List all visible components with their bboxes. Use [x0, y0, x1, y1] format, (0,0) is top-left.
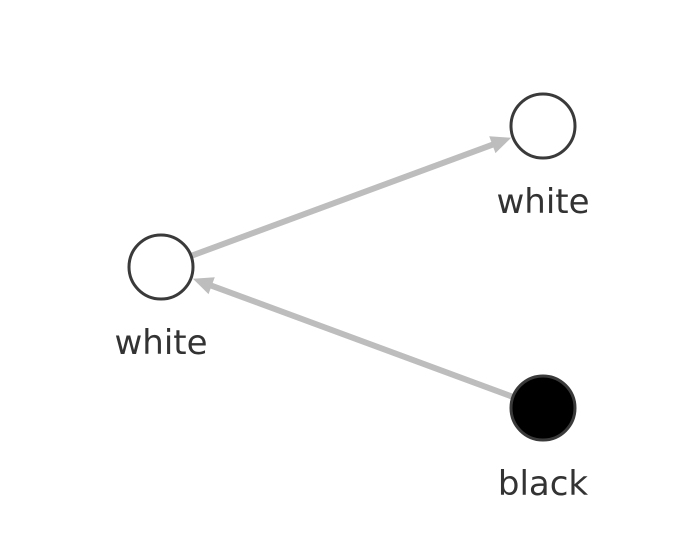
node-circle [509, 92, 577, 160]
edge-n3-to-n1 [192, 277, 515, 400]
arrowhead-icon [192, 277, 215, 295]
edge-line [208, 282, 515, 400]
edges-layer [189, 136, 515, 400]
node-label: black [498, 464, 589, 504]
arrowhead-icon [489, 136, 512, 154]
node-label: white [496, 182, 589, 222]
edge-line [189, 141, 496, 259]
node-n3: black [498, 374, 589, 504]
edge-n1-to-n2 [189, 136, 512, 259]
node-n1: white [114, 233, 208, 363]
node-label: white [114, 323, 207, 363]
node-circle [509, 374, 577, 442]
nodes-layer: white white black [114, 92, 590, 504]
node-n2: white [496, 92, 590, 222]
node-circle [127, 233, 195, 301]
